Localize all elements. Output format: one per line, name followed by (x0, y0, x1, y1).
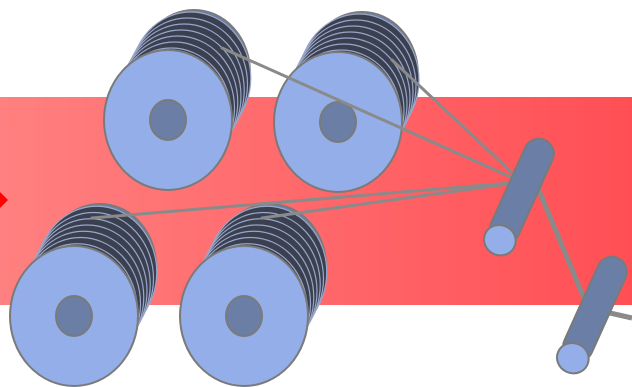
arrow-right-icon (0, 192, 8, 208)
roller-end-cap (555, 342, 590, 375)
thread-line-1 (220, 46, 524, 184)
spool-group (9, 9, 420, 387)
thread-line-3 (90, 180, 524, 220)
guide-roller-lower-roller-icon (555, 255, 628, 375)
spool-hub (225, 295, 263, 337)
roller-body (489, 137, 555, 245)
spool-top-right-spool-icon (273, 11, 420, 193)
spool-hub (149, 99, 187, 141)
spool-bottom-left-spool-icon (9, 203, 158, 387)
spool-hub (319, 101, 357, 143)
roller-end-cap (482, 224, 517, 257)
roller-group (482, 137, 628, 375)
spool-top-left-spool-icon (103, 9, 252, 191)
thread-line-4 (260, 180, 524, 220)
guide-roller-upper-roller-icon (482, 137, 555, 257)
spool-bottom-right-spool-icon (179, 203, 328, 387)
thread-line-2 (390, 58, 524, 184)
spool-hub (55, 295, 93, 337)
